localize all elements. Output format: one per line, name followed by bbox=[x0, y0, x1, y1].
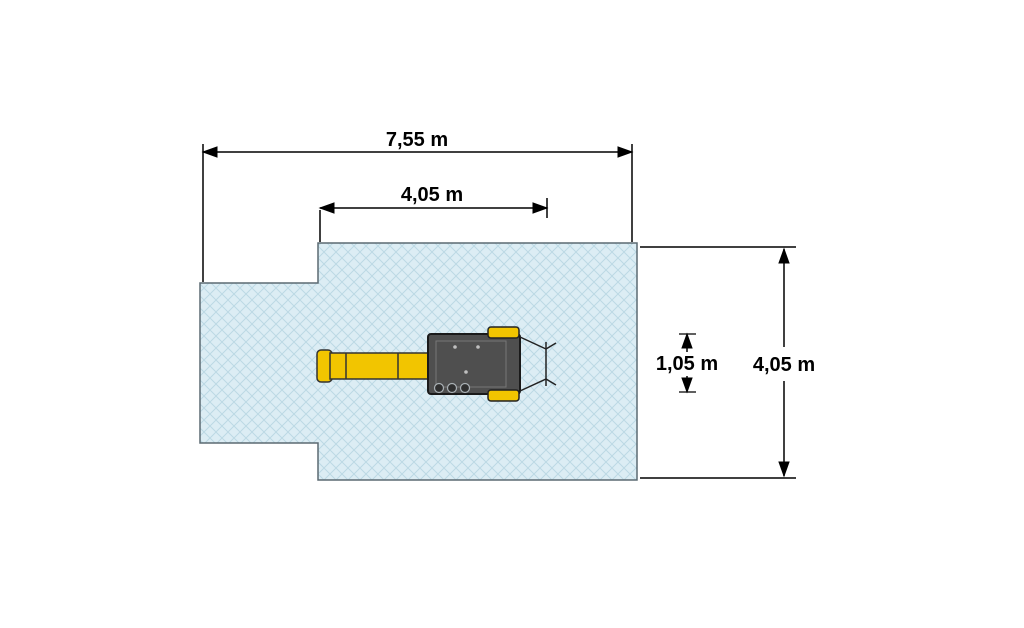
fork-line-1 bbox=[519, 336, 547, 350]
arrow-down-icon bbox=[681, 377, 693, 394]
arrow-right-icon bbox=[617, 146, 634, 158]
body-panel bbox=[435, 340, 507, 388]
fender-bottom bbox=[487, 389, 520, 402]
dim-machine-width: 1,05 m bbox=[656, 332, 718, 394]
rivet-1 bbox=[453, 345, 457, 349]
arrow-left-icon bbox=[318, 202, 335, 214]
dim-label-inner-length: 4,05 m bbox=[401, 184, 463, 206]
rivet-3 bbox=[464, 370, 468, 374]
arrow-right-icon bbox=[532, 202, 549, 214]
machine-fork bbox=[519, 336, 557, 392]
rivet-2 bbox=[476, 345, 480, 349]
machine-boom bbox=[316, 349, 433, 383]
fork-tine-top bbox=[545, 342, 557, 350]
dim-label-machine-width: 1,05 m bbox=[656, 353, 718, 375]
dim-inner-length: 4,05 m bbox=[318, 184, 549, 242]
arrow-up-icon bbox=[681, 332, 693, 349]
arrow-left-icon bbox=[201, 146, 218, 158]
body-shell bbox=[427, 333, 521, 395]
machine-top-view bbox=[316, 326, 557, 402]
roller-2 bbox=[446, 382, 458, 394]
machine-rollers bbox=[433, 382, 471, 394]
machine-body bbox=[427, 326, 521, 402]
roller-1 bbox=[433, 382, 445, 394]
arrow-up-icon bbox=[778, 247, 790, 264]
dim-label-area-width: 4,05 m bbox=[753, 354, 815, 376]
roller-3 bbox=[459, 382, 471, 394]
fork-line-2 bbox=[519, 378, 547, 392]
dim-total-length: 7,55 m bbox=[201, 129, 634, 282]
dim-label-total-length: 7,55 m bbox=[386, 129, 448, 151]
dim-area-width: 4,05 m bbox=[640, 246, 815, 479]
boom-arm bbox=[329, 352, 433, 380]
arrow-down-icon bbox=[778, 461, 790, 478]
fork-tine-bottom bbox=[545, 378, 557, 386]
fender-top bbox=[487, 326, 520, 339]
